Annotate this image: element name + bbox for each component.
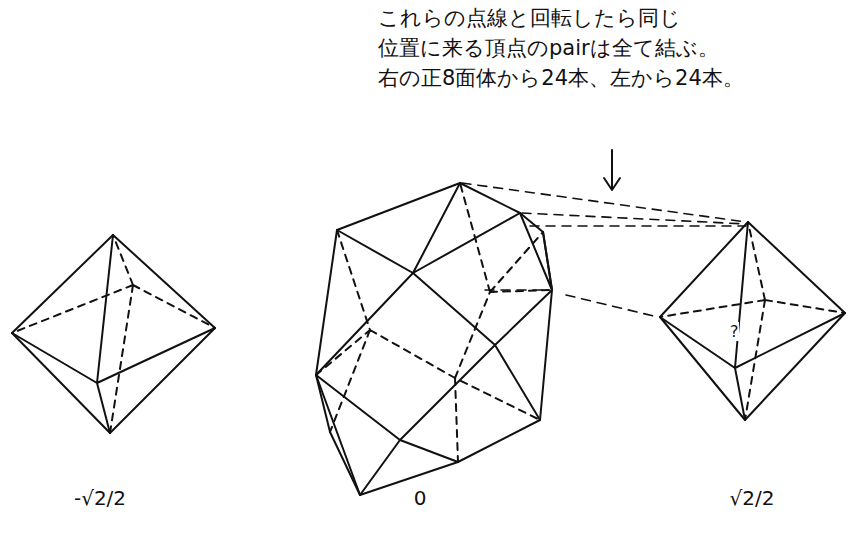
coordinate-label: -√2/2: [74, 486, 126, 510]
note-line: 位置に来る頂点のpairは全て結ぶ。: [378, 36, 719, 61]
right-octahedron: [660, 222, 845, 420]
left-octahedron: [12, 235, 215, 433]
question-mark: ?: [730, 322, 739, 341]
note-line: これらの点線と回転したら同じ: [378, 6, 681, 31]
coordinate-label: 0: [414, 486, 427, 510]
cuboctahedron: [316, 183, 552, 495]
pair-lines: [462, 183, 746, 317]
coordinate-label: √2/2: [730, 486, 775, 510]
pointer-arrow: [604, 150, 620, 190]
note-line: 右の正8面体から24本、左から24本。: [378, 66, 744, 91]
